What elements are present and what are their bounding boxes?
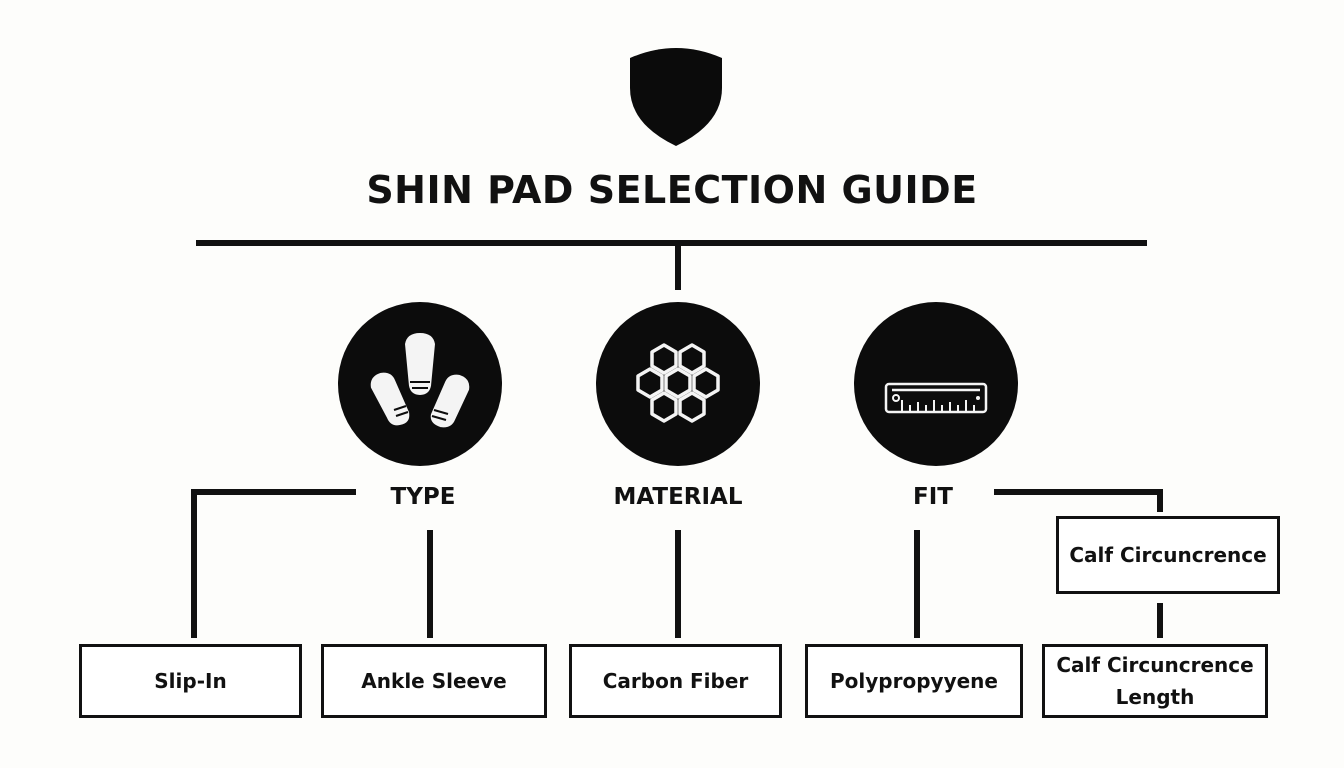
honeycomb-icon [636, 343, 720, 423]
fit-circle [854, 302, 1018, 466]
slip-in-box: Slip-In [79, 644, 302, 718]
ankle-sleeve-box: Ankle Sleeve [321, 644, 547, 718]
polypropylene-label: Polypropyyene [830, 669, 998, 693]
calf-circumference-label: Calf Circuncrence [1069, 543, 1267, 567]
calf-circumference-box: Calf Circuncrence [1056, 516, 1280, 594]
calf-circumference-length-box: Calf Circuncrence Length [1042, 644, 1268, 718]
shin-pads-icon [368, 330, 472, 430]
calf-circumference-length-label-line2: Length [1115, 685, 1195, 709]
category-type-label: TYPE [390, 484, 456, 510]
type-circle [338, 302, 502, 466]
slip-in-label: Slip-In [154, 669, 227, 693]
ruler-icon [884, 382, 988, 414]
carbon-fiber-label: Carbon Fiber [602, 669, 749, 693]
page-title: SHIN PAD SELECTION GUIDE [366, 168, 978, 212]
material-circle [596, 302, 760, 466]
calf-circumference-length-label-line1: Calf Circuncrence [1056, 653, 1254, 677]
shield-icon [630, 48, 722, 146]
ankle-sleeve-label: Ankle Sleeve [361, 669, 507, 693]
carbon-fiber-box: Carbon Fiber [569, 644, 782, 718]
fit-right-connector [994, 489, 1163, 512]
polypropylene-box: Polypropyyene [805, 644, 1023, 718]
type-left-connector [191, 489, 356, 638]
category-material-label: MATERIAL [613, 484, 743, 510]
category-fit-label: FIT [913, 484, 953, 510]
